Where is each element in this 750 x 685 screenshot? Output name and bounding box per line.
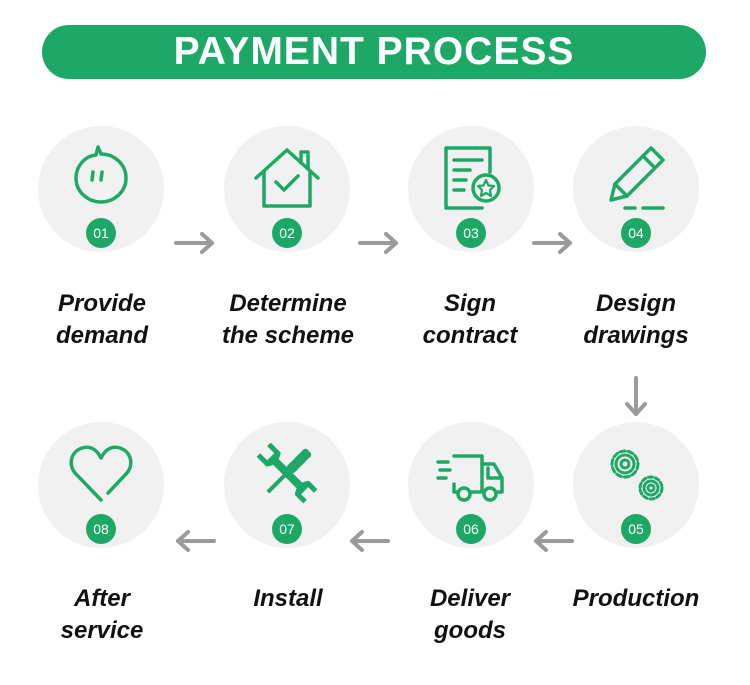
arrow-down-icon <box>625 376 647 416</box>
step-label: After service <box>60 585 144 644</box>
pencil-icon <box>609 146 665 210</box>
arrow-right-icon <box>358 232 398 254</box>
arrow-right-icon <box>532 232 572 254</box>
arrow-left-icon <box>350 530 390 552</box>
page-title: PAYMENT PROCESS <box>173 30 575 73</box>
step-number-badge: 01 <box>86 218 116 248</box>
step-number-badge: 05 <box>621 514 651 544</box>
step-number-badge: 02 <box>272 218 302 248</box>
step-label: Production <box>572 585 700 612</box>
step-number-badge: 03 <box>456 218 486 248</box>
chat-bubble-icon <box>74 145 128 204</box>
step-number-badge: 04 <box>621 218 651 248</box>
title-banner: PAYMENT PROCESS <box>42 25 706 79</box>
step-label: Design drawings <box>583 290 689 349</box>
step-label: Provide demand <box>55 290 148 349</box>
step-label: Determine the scheme <box>221 290 355 349</box>
gears-icon <box>610 449 664 501</box>
tools-icon <box>256 442 318 504</box>
arrow-right-icon <box>174 232 214 254</box>
step-label: Install <box>253 585 323 612</box>
step-number-badge: 06 <box>456 514 486 544</box>
heart-icon <box>69 445 133 502</box>
house-check-icon <box>254 148 320 208</box>
step-label: Sign contract <box>422 290 518 349</box>
arrow-left-icon <box>176 530 216 552</box>
contract-icon <box>444 146 501 210</box>
truck-icon <box>436 454 504 502</box>
arrow-left-icon <box>534 530 574 552</box>
step-number-badge: 07 <box>272 514 302 544</box>
step-label: Deliver goods <box>429 585 511 644</box>
step-number-badge: 08 <box>86 514 116 544</box>
